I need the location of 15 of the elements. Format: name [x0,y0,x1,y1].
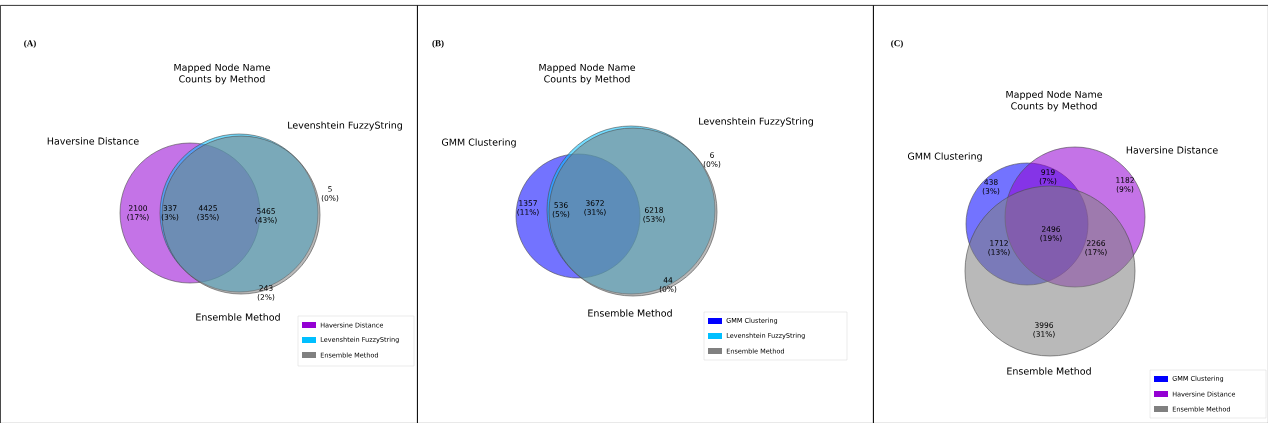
set-label: GMM Clustering [441,138,516,148]
panel-letter: (C) [891,39,903,49]
set-label: Ensemble Method [196,313,280,321]
set-label: Ensemble Method [1007,367,1091,375]
set-label: Levenshtein FuzzyString [699,117,813,127]
panel-letter: (A) [24,39,36,49]
chart-title: Mapped Node Name Counts by Method [539,63,636,85]
set-label: GMM Clustering [907,152,982,162]
chart-title: Mapped Node Name Counts by Method [174,63,271,85]
chart-title: Mapped Node Name Counts by Method [1006,90,1103,112]
set-label: Haversine Distance [47,137,139,145]
set-label: Levenshtein FuzzyString [288,121,402,131]
set-label: Haversine Distance [1126,146,1218,154]
panel-letter: (B) [432,39,444,49]
set-label: Ensemble Method [588,309,672,317]
